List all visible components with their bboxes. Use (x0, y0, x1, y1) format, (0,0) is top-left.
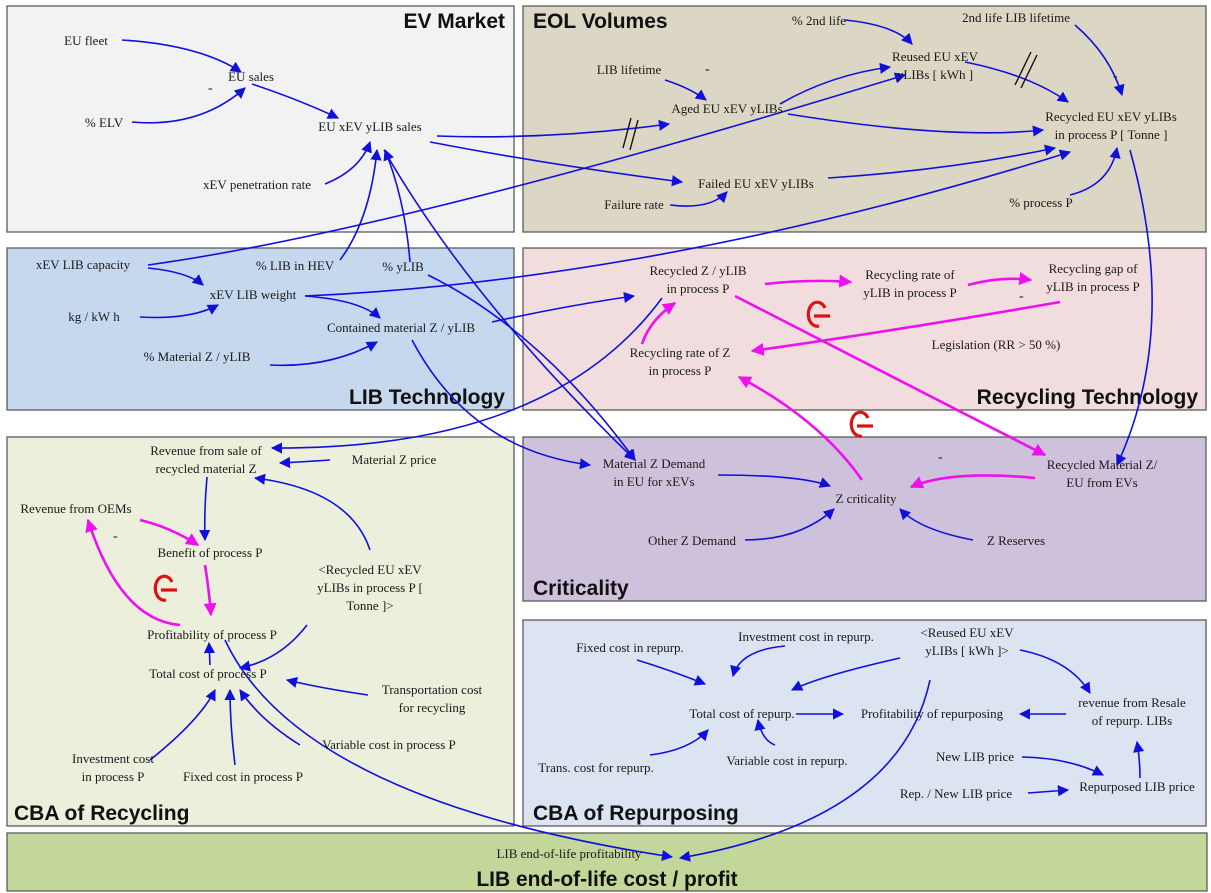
var-rec-rate-ylib: yLIB in process P (863, 285, 957, 300)
variables: EU fleet EU sales % ELV EU xEV yLIB sale… (20, 10, 1195, 861)
var-investment-cost-p: Investment cost (72, 751, 154, 766)
var-material-demand: Material Z Demand (603, 456, 706, 471)
var-other-demand: Other Z Demand (648, 533, 737, 548)
var-total-cost-repurp: Total cost of repurp. (689, 706, 794, 721)
var-recycled-z: Recycled Z / yLIB (649, 263, 746, 278)
feedback-links (85, 272, 1061, 627)
var-kg-kwh: kg / kW h (68, 309, 120, 324)
var-rec-rate-ylib: Recycling rate of (865, 267, 955, 282)
var-trans-cost-repurp: Trans. cost for repurp. (538, 760, 653, 775)
polarity-mark: - (1113, 69, 1118, 84)
var-reused-eu-xev: Reused EU xEV (892, 49, 979, 64)
panel-lib-technology: LIB Technology (6, 247, 515, 411)
var-investment-repurp: Investment cost in repurp. (738, 629, 874, 644)
var-fixed-cost-p: Fixed cost in process P (183, 769, 303, 784)
var-pct-2nd-life: % 2nd life (792, 13, 846, 28)
var-recycled-z: in process P (667, 281, 730, 296)
polarity-mark: - (113, 529, 118, 544)
balancing-loop-icon (153, 574, 177, 602)
polarity-mark: - (208, 81, 213, 96)
var-pct-lib-in-hev: % LIB in HEV (256, 258, 335, 273)
panel-cba-recycling: CBA of Recycling (6, 436, 515, 827)
polarity-mark: - (938, 450, 943, 465)
var-eu-xev-ylib-sales: EU xEV yLIB sales (318, 119, 421, 134)
panel-title-cba-repurposing: CBA of Repurposing (533, 802, 739, 825)
var-pct-process-p: % process P (1009, 195, 1073, 210)
var-shadow-reused: <Reused EU xEV (920, 625, 1014, 640)
var-xev-lib-weight: xEV LIB weight (210, 287, 297, 302)
var-revenue-sale: Revenue from sale of (150, 443, 262, 458)
var-xev-penetration-rate: xEV penetration rate (203, 177, 311, 192)
balancing-loop-icon (806, 300, 830, 328)
var-transport-cost: Transportation cost (382, 682, 483, 697)
var-material-demand: in EU for xEVs (613, 474, 694, 489)
var-rec-rate-z: Recycling rate of Z (630, 345, 731, 360)
panel-title-lib-technology: LIB Technology (349, 386, 505, 409)
var-shadow-recycled: Tonne ]> (346, 598, 393, 613)
var-fixed-cost-repurp: Fixed cost in repurp. (576, 640, 684, 655)
var-aged-eu-xev: Aged EU xEV yLIBs (671, 101, 782, 116)
var-pct-elv: % ELV (85, 115, 124, 130)
var-recycled-eu-xev: in process P [ Tonne ] (1055, 127, 1168, 142)
var-pct-ylib: % yLIB (382, 259, 424, 274)
footer-title: LIB end-of-life cost / profit (476, 868, 737, 891)
var-shadow-recycled: yLIBs in process P [ (317, 580, 423, 595)
var-revenue-sale: recycled material Z (155, 461, 256, 476)
var-new-lib-price: New LIB price (936, 749, 1014, 764)
panel-footer: LIB end-of-life cost / profit (6, 832, 1208, 892)
var-profitability-p: Profitability of process P (147, 627, 277, 642)
var-failure-rate: Failure rate (604, 197, 664, 212)
var-failed-eu-xev: Failed EU xEV yLIBs (698, 176, 814, 191)
var-variable-cost-repurp: Variable cost in repurp. (726, 753, 847, 768)
panel-title-cba-recycling: CBA of Recycling (14, 802, 189, 825)
var-revenue-resale: of repurp. LIBs (1092, 713, 1173, 728)
var-recycled-material: Recycled Material Z/ (1047, 457, 1158, 472)
var-profitability-repurp: Profitability of repurposing (861, 706, 1004, 721)
var-investment-cost-p: in process P (82, 769, 145, 784)
var-recycled-material: EU from EVs (1066, 475, 1138, 490)
var-shadow-recycled: <Recycled EU xEV (318, 562, 422, 577)
var-eol-profitability: LIB end-of-life profitability (496, 846, 642, 861)
var-revenue-oems: Revenue from OEMs (20, 501, 131, 516)
var-pct-material: % Material Z / yLIB (144, 349, 251, 364)
polarity-mark: - (1019, 289, 1024, 304)
var-lib-lifetime: LIB lifetime (597, 62, 662, 77)
var-rec-gap: Recycling gap of (1049, 261, 1138, 276)
panel-title-recycling-technology: Recycling Technology (977, 386, 1199, 409)
polarity-marks: - - - - - - (113, 62, 1118, 544)
var-z-reserves: Z Reserves (987, 533, 1045, 548)
var-total-cost-p: Total cost of process P (149, 666, 267, 681)
var-rep-new-price: Rep. / New LIB price (900, 786, 1013, 801)
var-repurposed-price: Repurposed LIB price (1079, 779, 1195, 794)
var-rec-gap: yLIB in process P (1046, 279, 1140, 294)
var-2nd-life-lib-lifetime: 2nd life LIB lifetime (962, 10, 1070, 25)
var-shadow-reused: yLIBs [ kWh ]> (925, 643, 1009, 658)
var-material-price: Material Z price (352, 452, 437, 467)
panel-criticality: Criticality (522, 436, 1207, 602)
var-recycled-eu-xev: Recycled EU xEV yLIBs (1045, 109, 1177, 124)
causal-links (121, 19, 1153, 862)
var-rec-rate-z: in process P (649, 363, 712, 378)
panel-title-criticality: Criticality (533, 577, 629, 600)
panel-ev-market: EV Market (6, 5, 515, 233)
panel-title-eol-volumes: EOL Volumes (533, 10, 668, 33)
var-eu-fleet: EU fleet (64, 33, 108, 48)
var-variable-cost-p: Variable cost in process P (322, 737, 456, 752)
var-contained-material: Contained material Z / yLIB (327, 320, 475, 335)
polarity-mark: - (705, 62, 710, 77)
var-reused-eu-xev: yLIBs [ kWh ] (897, 67, 973, 82)
balancing-loop-icon (849, 410, 873, 438)
double-bar-delay-icon (622, 51, 1038, 151)
var-eu-sales: EU sales (228, 69, 274, 84)
var-z-criticality: Z criticality (835, 491, 897, 506)
panel-title-ev-market: EV Market (403, 10, 505, 33)
var-transport-cost: for recycling (399, 700, 466, 715)
var-xev-lib-capacity: xEV LIB capacity (36, 257, 131, 272)
var-benefit-p: Benefit of process P (157, 545, 262, 560)
var-legislation: Legislation (RR > 50 %) (932, 337, 1061, 352)
panel-eol-volumes: EOL Volumes (522, 5, 1207, 233)
panel-cba-repurposing: CBA of Repurposing (522, 619, 1207, 827)
var-revenue-resale: revenue from Resale (1078, 695, 1186, 710)
